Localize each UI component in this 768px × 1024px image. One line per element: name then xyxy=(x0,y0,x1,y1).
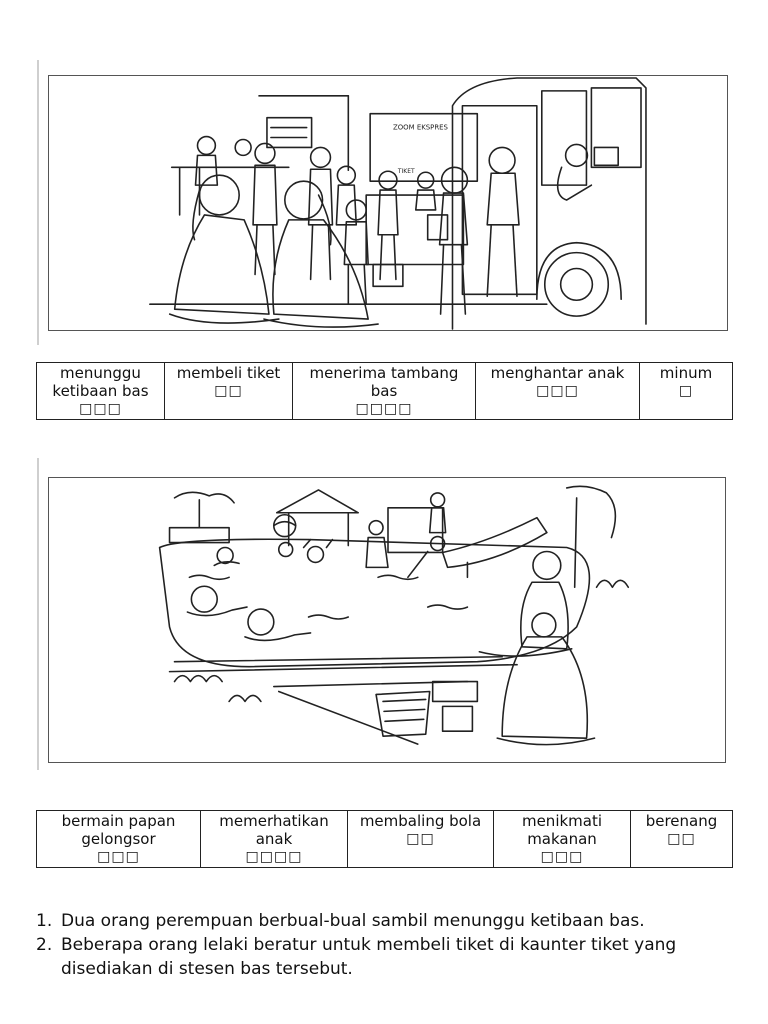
vocab-translation: □□ xyxy=(214,383,243,399)
vocab-row: bermain papan gelongsor□□□ memerhatikan … xyxy=(36,810,733,868)
vocab-table-2: bermain papan gelongsor□□□ memerhatikan … xyxy=(36,810,733,868)
vocab-cell: membaling bola□□ xyxy=(347,810,494,868)
seated-woman xyxy=(501,636,589,739)
vocab-word: menikmati makanan xyxy=(521,812,603,848)
swimmer xyxy=(277,541,294,558)
food-box xyxy=(441,705,474,733)
seated-woman xyxy=(272,219,369,320)
slide-frame xyxy=(387,506,444,554)
sentence-number: 2. xyxy=(36,935,53,955)
bus-window xyxy=(540,90,588,186)
bus-body xyxy=(451,77,647,330)
vocab-word: menerima tambang bas xyxy=(309,364,459,400)
vocab-word: membeli tiket xyxy=(176,364,281,382)
child-on-ladder xyxy=(429,492,446,508)
swimmer xyxy=(216,546,234,565)
sentence-text: Dua orang perempuan berbual-bual sambil … xyxy=(61,911,645,931)
food-tray xyxy=(431,680,479,703)
sentence-text: Beberapa orang lelaki beratur untuk memb… xyxy=(61,935,677,979)
woman-head xyxy=(531,612,557,638)
vocab-translation: □□□ xyxy=(97,849,140,865)
vocab-cell: membeli tiket□□ xyxy=(164,362,293,420)
sentence-number: 1. xyxy=(36,911,53,931)
vocab-cell: menikmati makanan□□□ xyxy=(493,810,631,868)
vocab-word: membaling bola xyxy=(359,812,482,830)
seated-man xyxy=(520,581,569,650)
margin-line-1 xyxy=(37,60,39,345)
swimming-pool-picture xyxy=(48,477,726,763)
water-slide xyxy=(441,516,548,569)
man-head xyxy=(532,550,562,581)
slider-child xyxy=(429,535,446,552)
bus-station-picture: ZOOM EKSPRES TIKET xyxy=(48,75,728,331)
example-sentences: 1. Dua orang perempuan berbual-bual samb… xyxy=(36,909,746,981)
vocab-cell: memerhatikan anak□□□□ xyxy=(200,810,348,868)
bus-company-sign: ZOOM EKSPRES xyxy=(393,124,449,132)
vocab-translation: □□□□ xyxy=(355,401,413,417)
swimmer xyxy=(190,585,218,613)
swimmer xyxy=(368,519,384,536)
vocab-translation: □□□ xyxy=(536,383,579,399)
vocab-word: bermain papan gelongsor xyxy=(61,812,176,848)
vocab-word: berenang xyxy=(645,812,718,830)
vocab-cell: menghantar anak□□□ xyxy=(475,362,640,420)
vocab-cell: menerima tambang bas□□□□ xyxy=(292,362,476,420)
vocab-translation: □□□ xyxy=(79,401,122,417)
vocab-row: menunggu ketibaan bas□□□ membeli tiket□□… xyxy=(36,362,733,420)
bus-station-illustration: ZOOM EKSPRES TIKET xyxy=(149,77,647,330)
vocab-cell: bermain papan gelongsor□□□ xyxy=(36,810,201,868)
hut-roof xyxy=(275,489,359,514)
vocab-cell: menunggu ketibaan bas□□□ xyxy=(36,362,165,420)
sentence-item: 2. Beberapa orang lelaki beratur untuk m… xyxy=(36,933,746,981)
vocab-translation: □□□□ xyxy=(245,849,303,865)
vocab-translation: □ xyxy=(678,383,694,399)
vocab-word: menunggu ketibaan bas xyxy=(52,364,149,400)
sentence-item: 1. Dua orang perempuan berbual-bual samb… xyxy=(36,909,746,933)
notice-board xyxy=(266,116,313,149)
swimming-pool-illustration xyxy=(158,485,630,746)
woman-head xyxy=(284,180,324,220)
vocab-translation: □□□ xyxy=(540,849,584,865)
swimmer xyxy=(306,545,325,564)
woman-head xyxy=(198,174,240,216)
vocab-cell: berenang□□ xyxy=(630,810,733,868)
bus-window xyxy=(590,87,642,169)
picnic-basket xyxy=(375,690,431,737)
bus-door xyxy=(461,104,538,296)
bus-wheel xyxy=(543,251,610,317)
vocab-word: memerhatikan anak xyxy=(219,812,329,848)
vocab-translation: □□ xyxy=(406,831,435,847)
ticket-counter-window xyxy=(369,112,479,182)
vocab-translation: □□ xyxy=(667,831,696,847)
seated-woman xyxy=(173,214,270,315)
beach-ball xyxy=(273,513,297,538)
swimmer xyxy=(247,608,275,636)
margin-line-2 xyxy=(37,458,39,770)
vocab-cell: minum□ xyxy=(639,362,733,420)
vocab-word: menghantar anak xyxy=(490,364,625,382)
vocab-table-1: menunggu ketibaan bas□□□ membeli tiket□□… xyxy=(36,362,733,420)
pool-outline xyxy=(158,538,591,668)
vocab-word: minum xyxy=(659,364,713,382)
ticket-sign: TIKET xyxy=(397,168,415,175)
